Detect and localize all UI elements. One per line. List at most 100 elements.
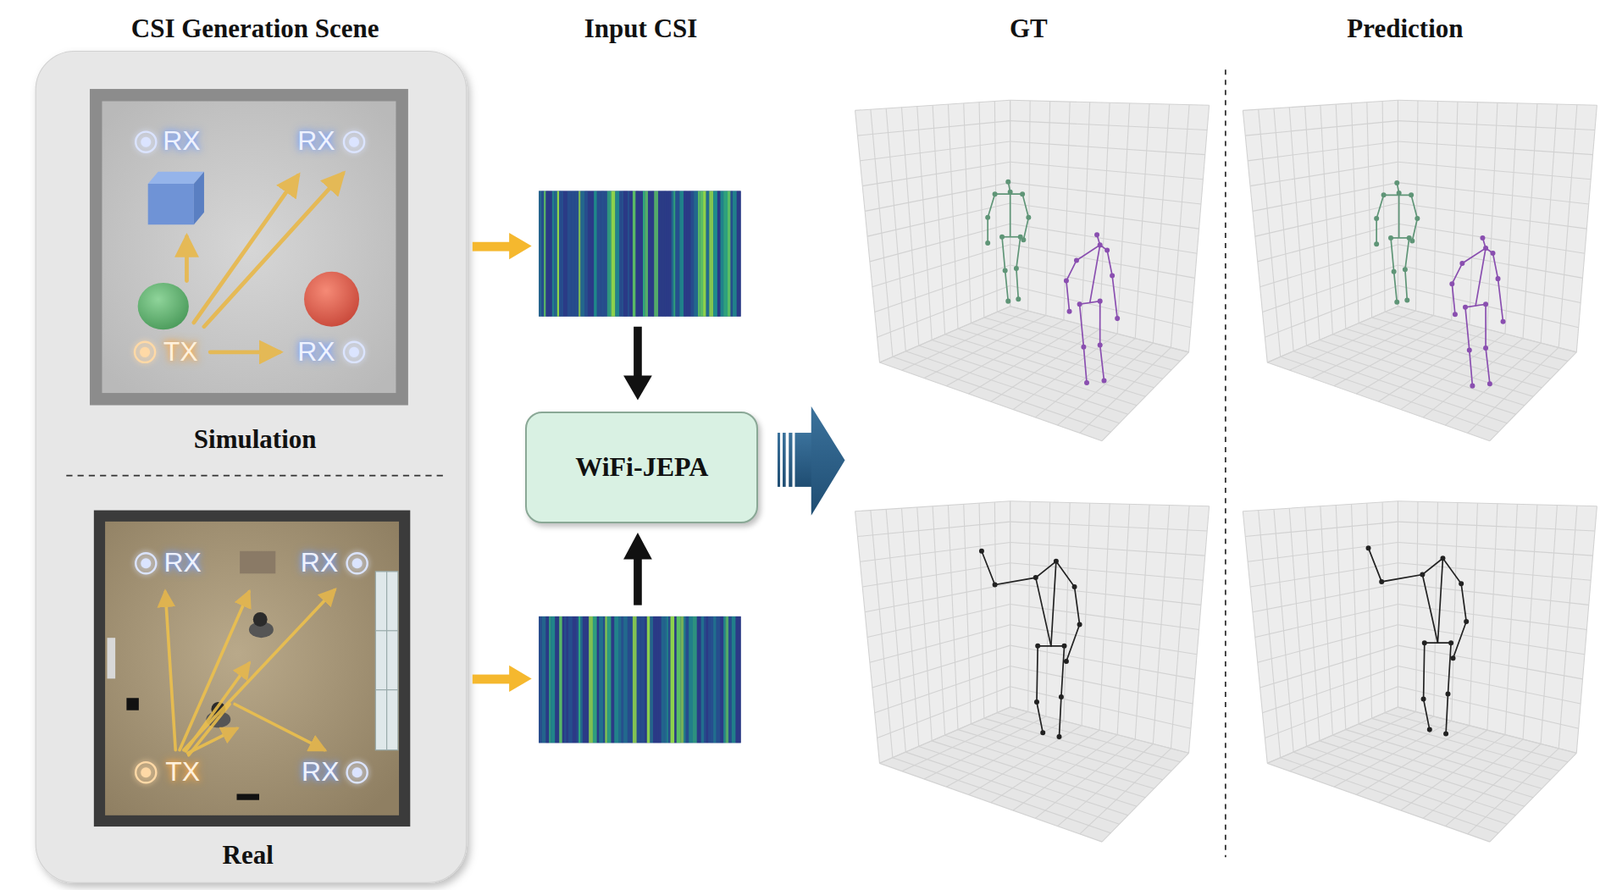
csi-stripe <box>703 191 707 317</box>
csi-stripe <box>546 616 550 743</box>
csi-stripe <box>629 191 633 317</box>
csi-stripe <box>709 616 714 743</box>
csi-stripe <box>641 616 646 743</box>
csi-stripe <box>554 616 560 743</box>
csi-stripe <box>720 616 725 743</box>
csi-stripe <box>611 191 616 317</box>
csi-stripe <box>542 616 547 743</box>
csi-stripe <box>674 616 676 743</box>
box-label: WiFi-JEPA <box>575 451 709 483</box>
csi-stripe <box>671 191 674 317</box>
csi-stripe <box>642 191 645 317</box>
csi-stripe <box>713 616 717 743</box>
csi-stripe <box>553 191 558 317</box>
csi-stripe <box>683 616 686 743</box>
csi-stripe <box>559 191 561 317</box>
csi-stripe <box>578 616 581 743</box>
antenna-label: RX <box>301 757 339 787</box>
csi-stripe <box>563 191 568 317</box>
csi-stripe <box>597 191 602 317</box>
csi-stripe <box>632 616 637 743</box>
csi-stripe <box>680 616 685 743</box>
scene-caption: Real <box>222 841 274 870</box>
csi-stripe <box>658 191 662 317</box>
csi-stripe <box>736 191 742 317</box>
csi-stripe <box>739 616 741 743</box>
csi-stripe <box>614 191 620 317</box>
column-header: CSI Generation Scene <box>131 14 380 44</box>
csi-stripe <box>664 191 666 317</box>
csi-stripe <box>731 616 737 743</box>
pose-plot <box>855 99 1598 842</box>
csi-stripe <box>618 616 622 743</box>
csi-stripe <box>652 191 654 317</box>
csi-stripe <box>551 616 556 743</box>
antenna-label: RX <box>297 337 335 367</box>
csi-stripe <box>708 191 714 317</box>
csi-stripe <box>691 191 695 317</box>
csi-stripe <box>699 191 704 317</box>
csi-stripe <box>576 616 579 743</box>
csi-stripe <box>679 191 684 317</box>
csi-stripe <box>664 616 666 743</box>
csi-stripe <box>720 191 725 317</box>
csi-stripe <box>632 191 637 317</box>
csi-stripe <box>566 616 569 743</box>
model-box: WiFi-JEPA <box>525 411 759 525</box>
csi-stripe <box>627 191 630 317</box>
skeleton <box>979 180 1506 740</box>
csi-stripe <box>673 191 676 317</box>
csi-stripe <box>708 616 710 743</box>
csi-stripe <box>627 616 632 743</box>
csi-stripe <box>698 616 701 743</box>
csi-stripe <box>619 191 621 317</box>
csi-stripe <box>542 191 544 317</box>
csi-stripe <box>723 191 728 317</box>
csi-stripe <box>727 191 731 317</box>
csi-stripe <box>593 191 598 317</box>
simulation-room <box>89 88 409 405</box>
csi-stripe <box>668 191 672 317</box>
csi-stripe <box>723 616 726 743</box>
csi-stripe <box>692 616 698 743</box>
column-divider <box>1224 69 1227 858</box>
csi-stripe <box>666 616 669 743</box>
csi-stripe <box>636 616 642 743</box>
csi-heatmap <box>538 616 742 743</box>
csi-stripe <box>561 191 564 317</box>
csi-stripe <box>668 616 670 743</box>
csi-stripe <box>706 191 710 317</box>
csi-stripe <box>717 191 721 317</box>
csi-stripe <box>614 616 619 743</box>
csi-stripe <box>688 191 691 317</box>
csi-stripe <box>607 191 609 317</box>
csi-stripe <box>644 191 648 317</box>
csi-stripe <box>716 616 721 743</box>
csi-stripe <box>621 616 624 743</box>
csi-stripe <box>587 191 592 317</box>
csi-stripe <box>604 616 607 743</box>
csi-stripe <box>638 191 643 317</box>
column-header: GT <box>1009 14 1048 44</box>
divider <box>66 475 444 477</box>
csi-stripe <box>591 191 595 317</box>
csi-stripe <box>728 616 732 743</box>
csi-stripe <box>611 616 615 743</box>
csi-stripe <box>538 616 543 743</box>
csi-stripe <box>666 191 669 317</box>
antenna-label: RX <box>297 127 335 157</box>
real-room <box>94 510 410 827</box>
csi-stripe <box>567 191 572 317</box>
csi-stripe <box>552 191 554 317</box>
csi-stripe <box>586 616 590 743</box>
csi-stripe <box>603 191 608 317</box>
antenna-label: RX <box>163 548 201 578</box>
csi-stripe <box>580 191 585 317</box>
csi-stripe <box>557 191 560 317</box>
csi-stripe <box>548 191 553 317</box>
csi-stripe <box>546 191 550 317</box>
csi-stripe <box>578 191 581 317</box>
csi-stripe <box>543 191 546 317</box>
csi-stripe <box>607 616 612 743</box>
antenna-label: RX <box>162 127 200 157</box>
